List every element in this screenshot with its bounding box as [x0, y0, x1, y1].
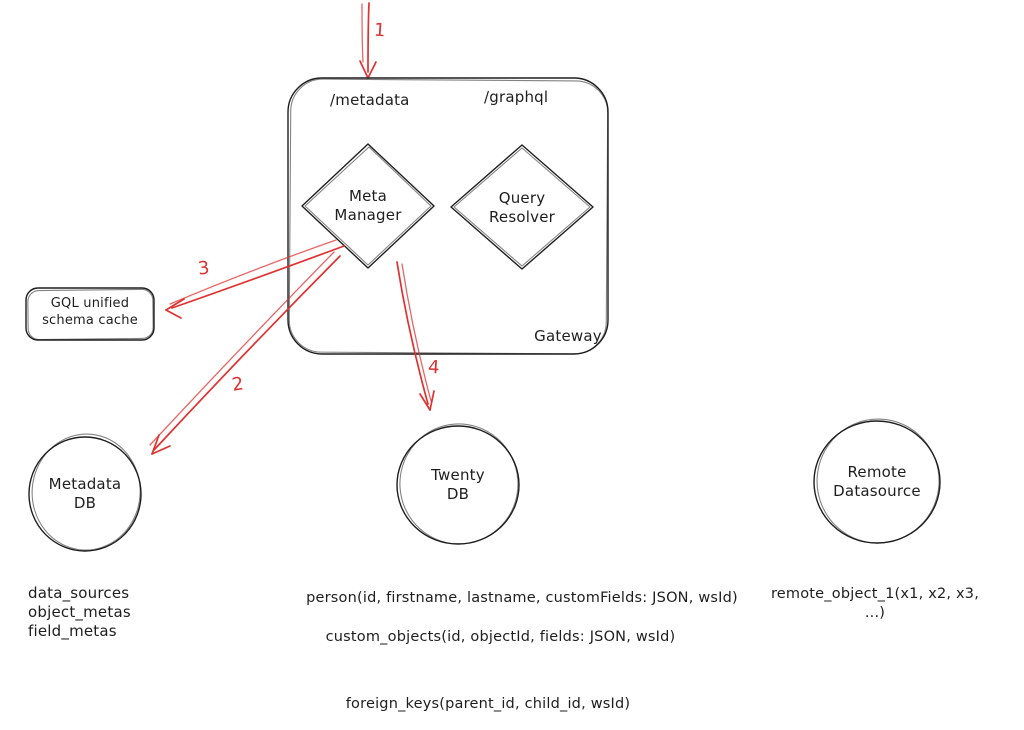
route-graphql-label: /graphql — [484, 88, 549, 106]
twenty-db-label: Twenty DB — [431, 466, 485, 504]
route-metadata-label: /metadata — [330, 91, 410, 109]
metadata-db-circle — [28, 433, 142, 552]
twenty-db-table-foreign-keys: foreign_keys(parent_id, child_id, wsId) — [345, 696, 631, 712]
twenty-db-table-custom-objects: custom_objects(id, objectId, fields: JSO… — [325, 629, 676, 645]
metadata-db-label: Metadata DB — [48, 475, 122, 513]
remote-datasource-circle — [813, 418, 941, 544]
meta-manager-diamond — [301, 143, 435, 269]
step-3-label: 3 — [196, 257, 211, 280]
schema-cache-label: GQL unified schema cache — [42, 296, 138, 328]
arrow-step4 — [396, 261, 435, 411]
step-4-label: 4 — [427, 356, 440, 379]
gateway-box — [287, 77, 609, 355]
meta-manager-label: Meta Manager — [334, 187, 402, 225]
query-resolver-diamond — [450, 144, 594, 270]
query-resolver-label: Query Resolver — [488, 189, 555, 227]
twenty-db-table-person: person(id, firstname, lastname, customFi… — [306, 590, 738, 606]
arrow-step2 — [149, 251, 341, 455]
schema-cache-box — [25, 287, 155, 341]
metadata-db-tables: data_sources object_metas field_metas — [28, 584, 131, 641]
remote-object-table: remote_object_1(x1, x2, x3, ...) — [770, 586, 980, 621]
gateway-label: Gateway — [534, 327, 602, 345]
step-1-label: 1 — [373, 19, 387, 42]
request-arrow — [359, 2, 377, 79]
remote-datasource-label: Remote Datasource — [833, 463, 921, 501]
arrow-step3 — [165, 239, 345, 319]
twenty-db-circle — [396, 423, 520, 545]
